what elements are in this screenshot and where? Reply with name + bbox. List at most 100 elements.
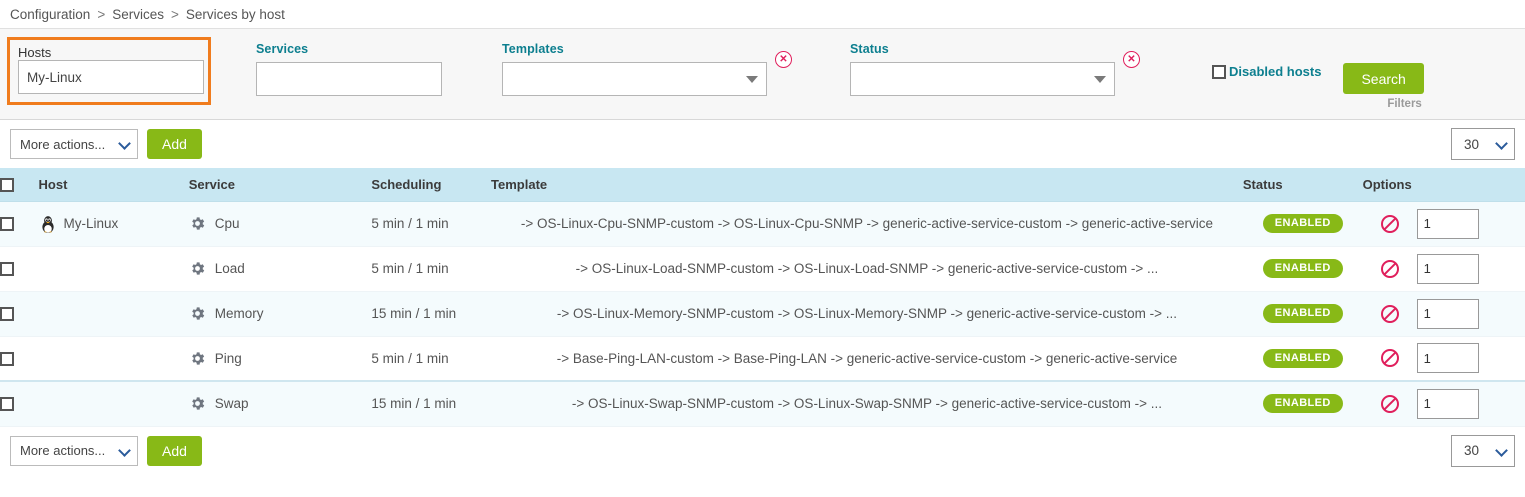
row-scheduling-cell: 15 min / 1 min [371, 291, 492, 337]
gear-icon [191, 307, 204, 320]
status-filter-group: Status ✕ [850, 42, 1140, 99]
row-options-cell [1362, 246, 1525, 292]
row-scheduling-cell: 5 min / 1 min [371, 246, 492, 292]
row-checkbox[interactable] [0, 217, 14, 232]
row-scheduling-cell: 15 min / 1 min [371, 381, 492, 427]
table-header-row: Host Service Scheduling Template Status … [0, 168, 1525, 202]
status-badge: ENABLED [1262, 394, 1343, 414]
status-clear-icon[interactable]: ✕ [1123, 51, 1140, 68]
row-service-label[interactable]: Ping [214, 350, 242, 366]
row-select-cell [0, 246, 39, 292]
disabled-hosts-checkbox-group[interactable]: Disabled hosts [1212, 64, 1321, 79]
add-button-top[interactable]: Add [147, 129, 202, 159]
services-filter-input[interactable] [256, 62, 442, 96]
column-header-template[interactable]: Template [491, 168, 1243, 202]
table-head: Host Service Scheduling Template Status … [0, 168, 1525, 202]
row-select-cell [0, 381, 39, 427]
services-filter-group: Services [256, 42, 442, 96]
column-header-service[interactable]: Service [188, 168, 372, 202]
table-body: My-Linux Cpu 5 min / 1 min -> OS-Linux-C… [0, 201, 1525, 427]
more-actions-label-top: More actions... [20, 136, 106, 152]
disabled-hosts-checkbox[interactable] [1212, 64, 1226, 79]
row-select-cell [0, 291, 39, 337]
select-all-checkbox[interactable] [0, 178, 14, 193]
breadcrumb-item-services-by-host[interactable]: Services by host [185, 6, 285, 22]
templates-filter-label: Templates [502, 42, 564, 56]
services-table: Host Service Scheduling Template Status … [0, 168, 1525, 427]
row-quantity-input[interactable] [1416, 208, 1479, 239]
toolbar-bottom: More actions... Add 30 [0, 426, 1525, 475]
column-header-scheduling[interactable]: Scheduling [371, 168, 492, 202]
row-options-cell [1362, 201, 1525, 247]
page-size-value-bottom: 30 [1464, 443, 1480, 458]
more-actions-label-bottom: More actions... [20, 443, 106, 458]
row-service-cell: Swap [188, 381, 372, 427]
row-checkbox[interactable] [0, 351, 14, 366]
breadcrumb: Configuration > Services > Services by h… [0, 0, 1525, 28]
disabled-hosts-label: Disabled hosts [1229, 64, 1322, 79]
row-scheduling-cell: 5 min / 1 min [371, 336, 492, 382]
hosts-filter-input[interactable] [18, 60, 204, 94]
row-service-cell: Load [188, 246, 372, 292]
row-quantity-input[interactable] [1416, 298, 1479, 329]
breadcrumb-item-configuration[interactable]: Configuration [10, 6, 91, 22]
disable-ban-icon[interactable] [1380, 304, 1399, 323]
disable-ban-icon[interactable] [1380, 214, 1399, 233]
more-actions-select-bottom[interactable]: More actions... [10, 435, 138, 466]
templates-filter-select[interactable] [502, 62, 767, 96]
disable-ban-icon[interactable] [1380, 394, 1399, 413]
linux-penguin-icon [41, 215, 54, 233]
row-select-cell [0, 201, 39, 247]
filter-panel: Hosts Services Templates ✕ Status [0, 28, 1525, 120]
row-host-label[interactable]: My-Linux [63, 216, 119, 231]
status-filter-select[interactable] [850, 62, 1115, 96]
row-host-cell [38, 246, 189, 292]
page-size-select-bottom[interactable]: 30 [1451, 434, 1515, 467]
search-button[interactable]: Search [1343, 63, 1424, 94]
row-quantity-input[interactable] [1416, 343, 1479, 374]
hosts-filter-highlight: Hosts [7, 37, 211, 105]
row-status-cell: ENABLED [1242, 336, 1363, 382]
row-service-cell: Cpu [188, 201, 372, 247]
table-row: Ping 5 min / 1 min -> Base-Ping-LAN-cust… [0, 336, 1525, 382]
gear-icon [191, 217, 204, 230]
breadcrumb-item-services[interactable]: Services [112, 6, 164, 22]
select-all-header [0, 168, 39, 202]
row-service-label[interactable]: Load [214, 261, 245, 276]
row-quantity-input[interactable] [1416, 253, 1479, 284]
add-button-bottom[interactable]: Add [147, 435, 202, 466]
row-status-cell: ENABLED [1242, 291, 1363, 337]
status-badge: ENABLED [1262, 214, 1343, 233]
table-row: Load 5 min / 1 min -> OS-Linux-Load-SNMP… [0, 246, 1525, 292]
hosts-filter-label: Hosts [18, 45, 52, 60]
row-checkbox[interactable] [0, 262, 14, 277]
chevron-down-icon [1495, 137, 1508, 150]
templates-clear-icon[interactable]: ✕ [775, 51, 792, 68]
gear-icon [191, 262, 204, 275]
page-size-select-top[interactable]: 30 [1451, 128, 1515, 160]
disable-ban-icon[interactable] [1380, 259, 1399, 278]
gear-icon [191, 352, 204, 365]
more-actions-select-top[interactable]: More actions... [10, 129, 138, 159]
row-status-cell: ENABLED [1242, 381, 1363, 427]
services-filter-label: Services [256, 42, 309, 56]
table-row: Swap 15 min / 1 min -> OS-Linux-Swap-SNM… [0, 381, 1525, 427]
disable-ban-icon[interactable] [1380, 349, 1399, 368]
search-button-group: Search Filters [1343, 63, 1424, 110]
row-select-cell [0, 336, 39, 382]
row-service-label[interactable]: Swap [214, 396, 249, 412]
row-service-cell: Ping [188, 336, 372, 382]
chevron-down-icon [1495, 443, 1508, 457]
gear-icon [191, 397, 204, 410]
row-checkbox[interactable] [0, 307, 14, 322]
filters-tag-label: Filters [1387, 98, 1422, 110]
row-quantity-input[interactable] [1416, 388, 1479, 419]
column-header-status[interactable]: Status [1242, 168, 1363, 202]
row-options-cell [1362, 291, 1525, 337]
row-service-label[interactable]: Cpu [214, 216, 240, 231]
row-host-cell [38, 291, 189, 337]
row-options-cell [1362, 336, 1525, 382]
row-service-label[interactable]: Memory [214, 306, 264, 321]
row-checkbox[interactable] [0, 397, 14, 412]
column-header-host[interactable]: Host [38, 168, 189, 202]
